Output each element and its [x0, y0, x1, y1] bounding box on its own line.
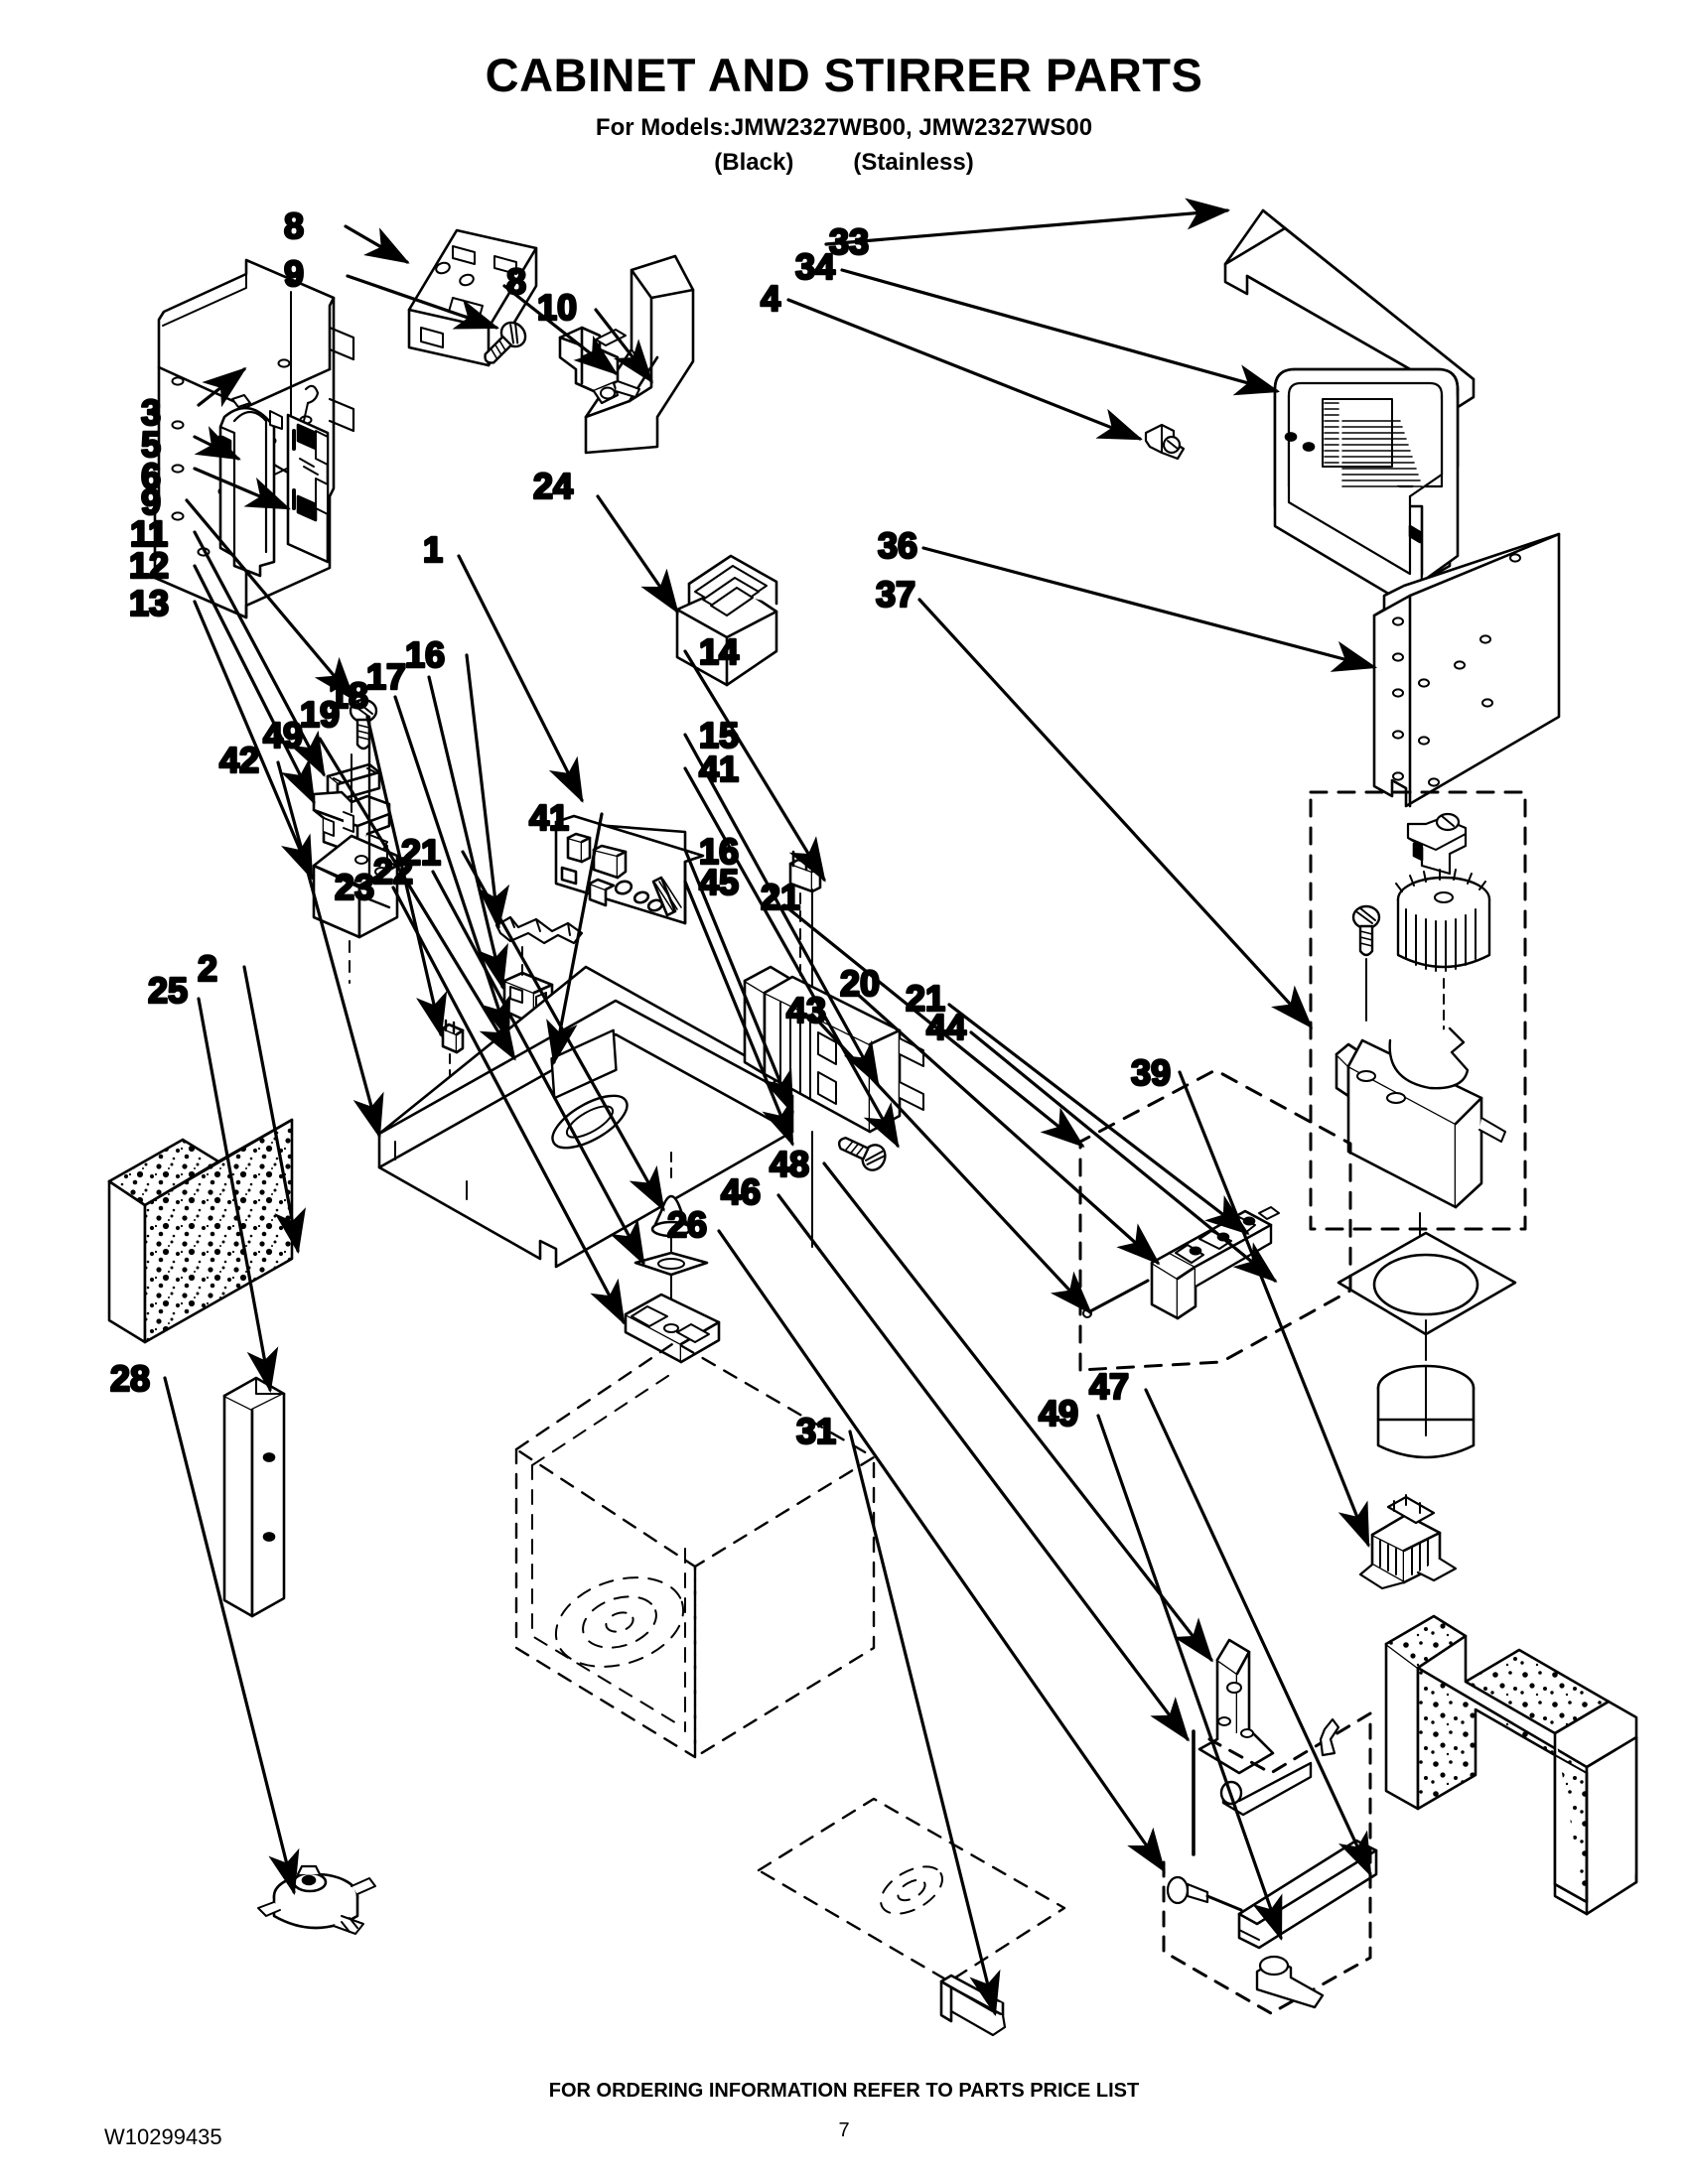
callout-34: 33 [829, 221, 869, 262]
hv-transformer-part [743, 965, 924, 1248]
callout-38: 39 [1131, 1052, 1171, 1093]
callout-1: 1 [423, 529, 443, 570]
callout-33: 31 [796, 1411, 836, 1451]
callout-23: 21 [401, 832, 441, 873]
callout-25: 23 [335, 867, 374, 907]
thermostat-part [257, 1864, 376, 1935]
trim-rail-part [222, 1376, 286, 1618]
callout-2: 2 [198, 948, 217, 989]
callout-35: 34 [795, 246, 835, 287]
callout-3: 3 [141, 392, 161, 433]
stirrer-support-part [624, 1293, 721, 1364]
oven-cavity-phantom [514, 1340, 876, 1759]
latch-bracket-part [1197, 1638, 1275, 1775]
stirrer-motor-assembly-parts [1335, 812, 1517, 1459]
switch-cluster-part [1150, 1206, 1280, 1320]
callout-21b: 21 [906, 978, 945, 1019]
control-board-part [554, 814, 705, 925]
callout-19: 18 [329, 675, 368, 716]
page-number: 7 [838, 2119, 850, 2141]
page-title: CABINET AND STIRRER PARTS [485, 49, 1203, 101]
callout-9: 9 [284, 253, 304, 294]
callout-46: 47 [1089, 1366, 1129, 1407]
callout-13: 13 [129, 583, 169, 623]
callout-22: 21 [761, 877, 800, 917]
latch-arm-part [1237, 1839, 1378, 1950]
callout-5: 5 [141, 424, 161, 465]
callout-45: 46 [721, 1171, 761, 1212]
callout-47: 48 [770, 1144, 809, 1184]
callout-39: 41 [699, 749, 739, 789]
callout-14: 14 [699, 631, 739, 672]
callout-42: 43 [786, 990, 826, 1030]
cabinet-top-part [377, 965, 794, 1269]
models-line: For Models:JMW2327WB00, JMW2327WS00 [595, 114, 1093, 141]
callout-10: 10 [537, 287, 577, 328]
callout-43: 44 [926, 1007, 966, 1047]
vent-grille-frame-part [1273, 367, 1460, 615]
callout-40: 41 [529, 797, 569, 838]
callout-44: 45 [699, 862, 739, 902]
document-part-number: W10299435 [104, 2124, 222, 2149]
insulation-wrap-part [1384, 1614, 1638, 1916]
callout-leaders [163, 198, 1378, 2017]
callout-16: 16 [699, 831, 739, 872]
noise-filter-part [675, 554, 778, 687]
insulation-panel-part [107, 1118, 294, 1344]
callout-15: 15 [699, 715, 739, 755]
base-clip-part [939, 1974, 1007, 2037]
callout-48: 49 [1039, 1393, 1078, 1433]
callout-6: 6 [141, 456, 161, 496]
callout-20: 19 [300, 694, 340, 735]
ordering-note: FOR ORDERING INFORMATION REFER TO PARTS … [548, 2080, 1140, 2102]
callout-49: 49 [263, 715, 303, 755]
callout-17: 16 [405, 634, 445, 675]
callout-9b: 9 [141, 481, 161, 522]
callout-41: 42 [219, 740, 259, 780]
callout-27: 25 [148, 970, 188, 1011]
callout-24: 22 [373, 851, 413, 891]
actuator-rod-part [1082, 1279, 1150, 1318]
relay-board-part [286, 384, 330, 564]
callout-numbers: 8 9 8 10 3 5 6 9 11 12 13 1 24 16 17 18 … [109, 205, 1173, 1453]
transformer-part [1358, 1494, 1458, 1590]
callout-12: 12 [129, 545, 169, 586]
finish-black-label: (Black) [714, 149, 794, 176]
fuse-holder-part [312, 790, 391, 860]
callout-8: 8 [506, 261, 526, 302]
latch-phantom-box [1162, 1711, 1372, 2015]
finish-row: (Black) (Stainless) [0, 149, 1688, 177]
callout-11: 11 [130, 513, 168, 554]
callout-36: 36 [878, 525, 917, 566]
callout-7: 8 [284, 205, 304, 246]
base-plate-phantom [757, 1797, 1066, 1983]
stirrer-bushing-part [650, 1151, 692, 1254]
finish-stainless-label: (Stainless) [853, 149, 974, 176]
callout-26: 24 [533, 466, 573, 506]
callout-28: 26 [667, 1204, 707, 1245]
mounting-bracket-part [312, 834, 399, 984]
latch-pin-part [1166, 1875, 1243, 1912]
callout-31: 28 [110, 1358, 150, 1399]
callout-21: 20 [840, 963, 880, 1004]
back-panel-part [1372, 532, 1561, 808]
callout-4: 4 [761, 278, 780, 319]
push-pin-part [1144, 423, 1186, 461]
callout-18: 17 [366, 656, 406, 697]
wire-harness-part [494, 915, 584, 945]
screw-39-part [832, 1128, 891, 1175]
callout-37: 37 [876, 574, 915, 614]
